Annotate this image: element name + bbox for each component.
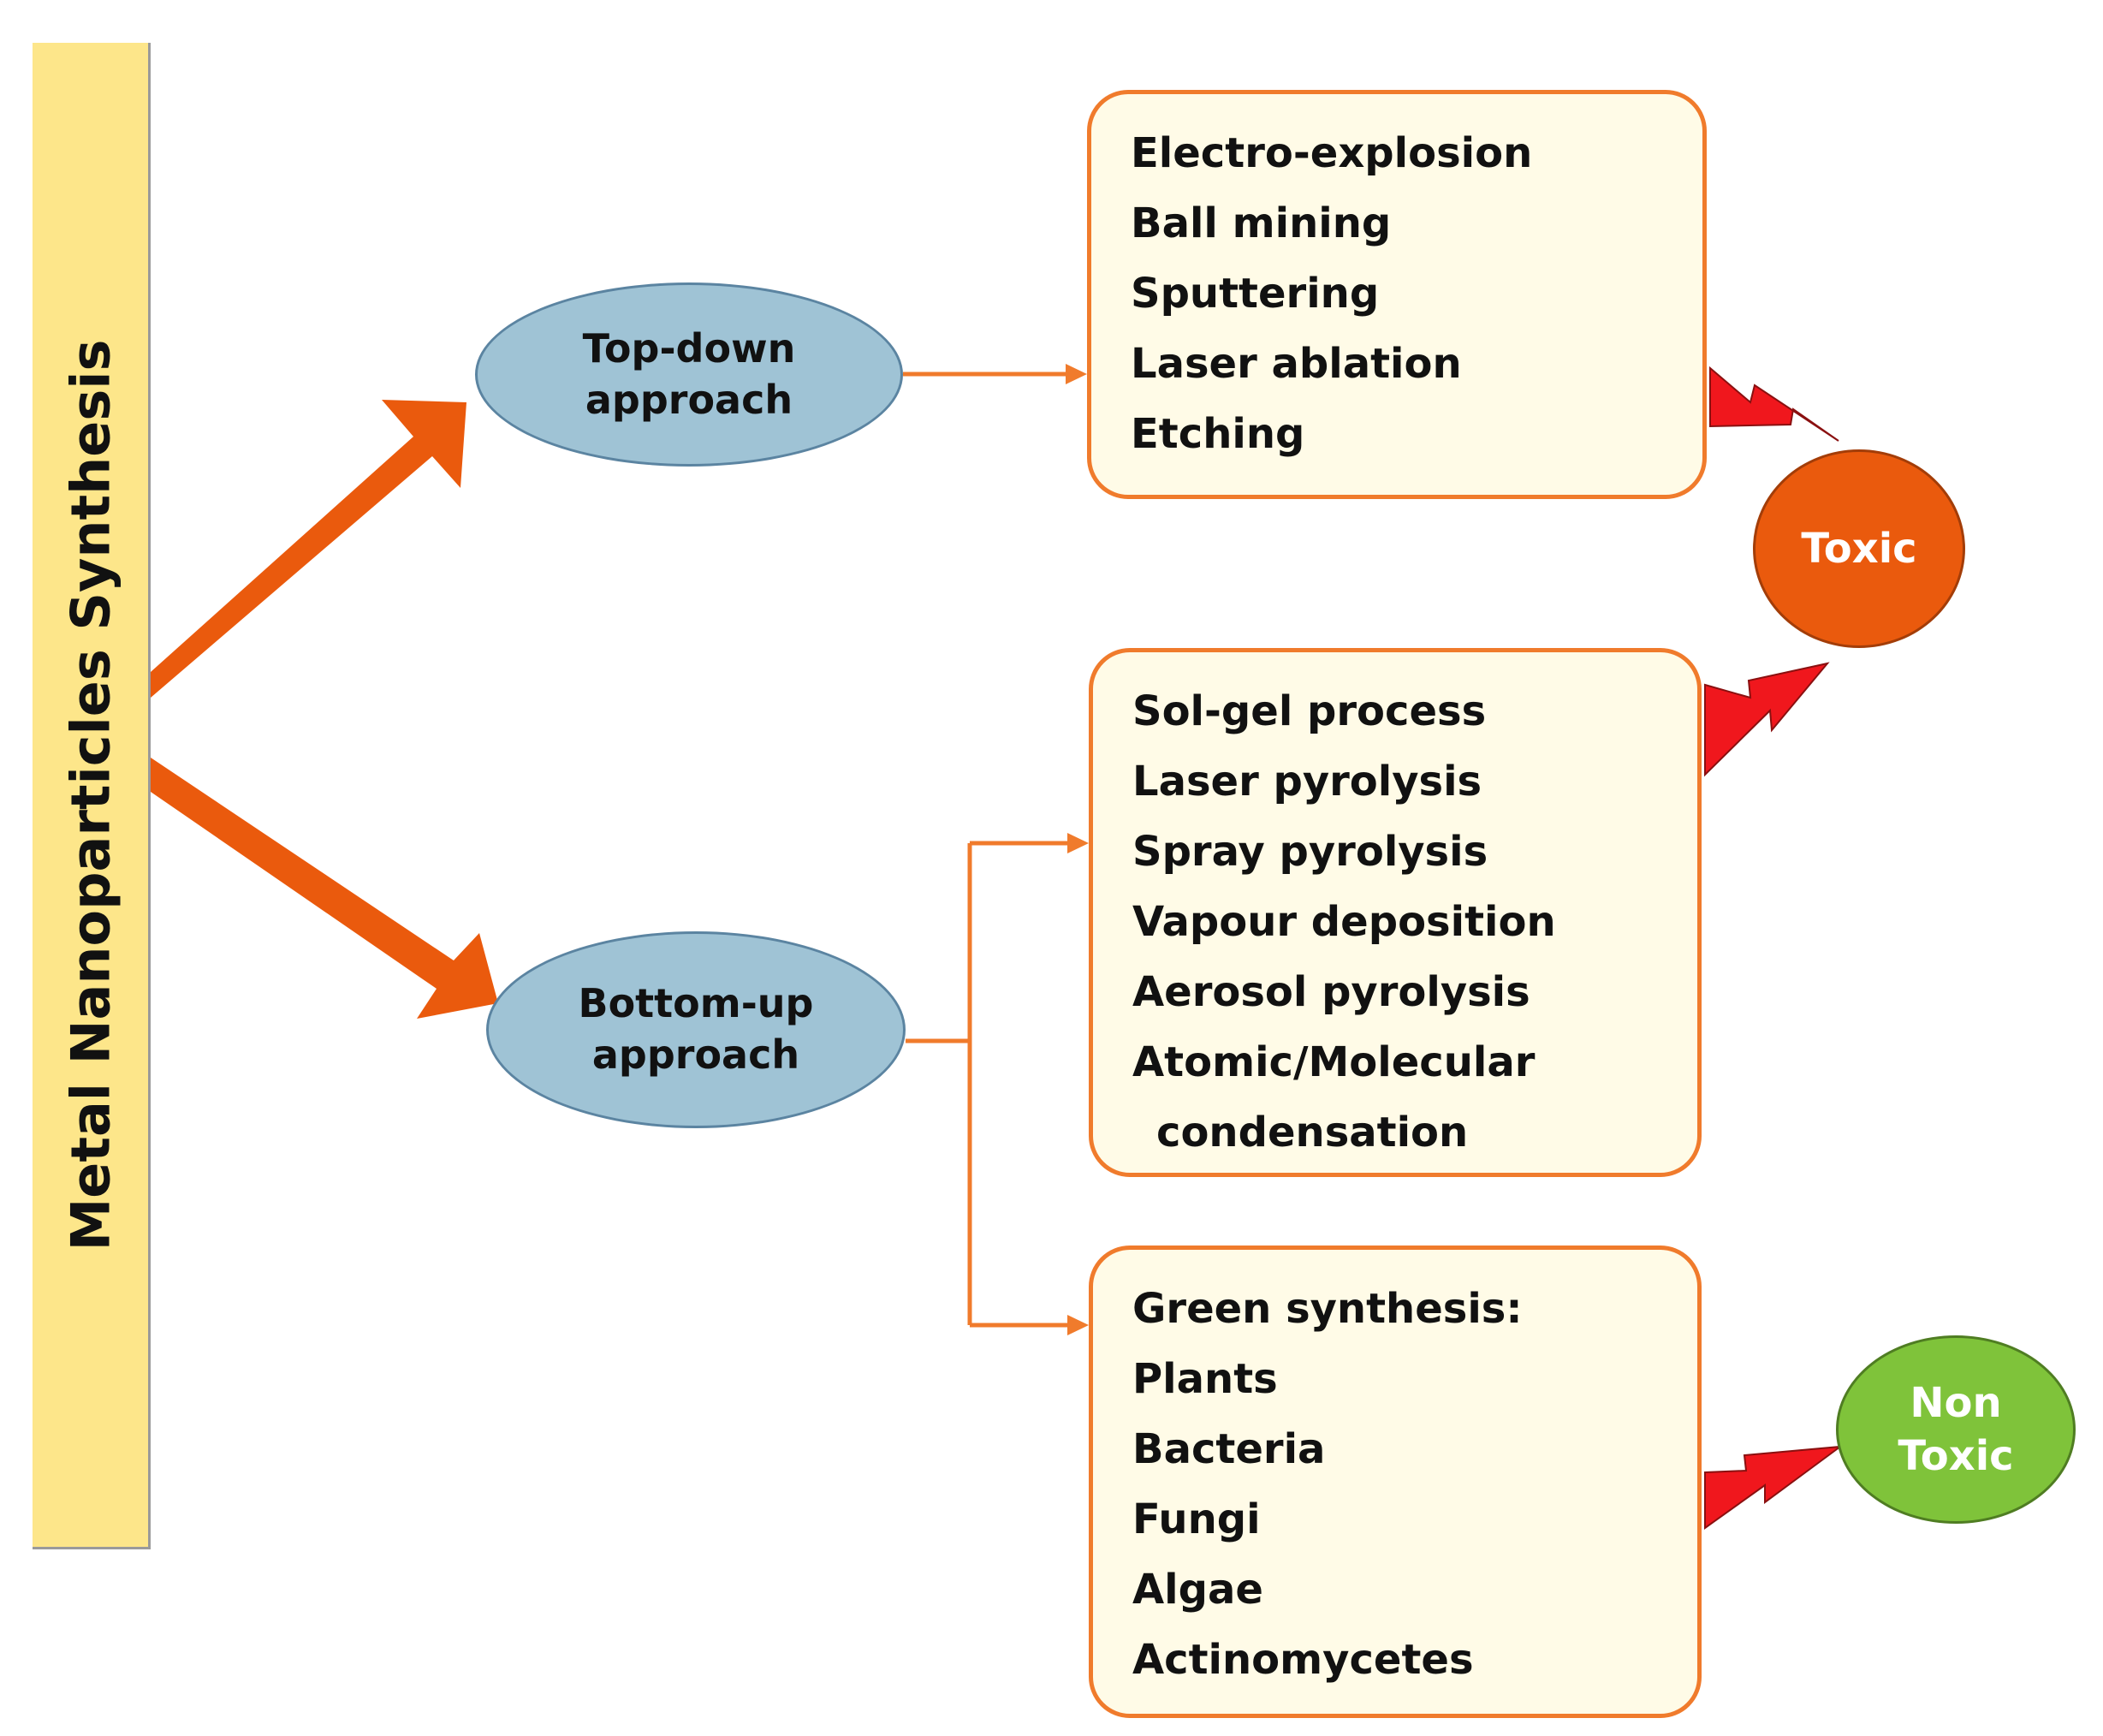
- green-synthesis-box: Green synthesis: Plants Bacteria Fungi A…: [1089, 1246, 1702, 1718]
- bottom-up-approach-label: Bottom-up approach: [579, 978, 814, 1081]
- arrow-to-top-down: [151, 400, 466, 698]
- method-item: Laser pyrolysis: [1132, 758, 1482, 806]
- connector-top-down-to-methods: [903, 364, 1087, 384]
- sidebar-title: Metal Nanoparticles Synthesis: [59, 339, 122, 1251]
- method-item: Bacteria: [1132, 1425, 1326, 1473]
- method-item: Atomic/Molecular: [1132, 1038, 1536, 1086]
- top-down-approach-node: Top-down approach: [475, 282, 903, 467]
- non-toxic-badge: Non Toxic: [1836, 1335, 2076, 1524]
- top-down-methods-box: Electro-explosion Ball mining Sputtering…: [1087, 90, 1707, 499]
- method-item: Fungi: [1132, 1495, 1261, 1543]
- method-item: Ball mining: [1131, 199, 1392, 247]
- method-item: Etching: [1131, 410, 1305, 458]
- method-item: condensation: [1156, 1109, 1469, 1156]
- non-toxic-line2: Toxic: [1898, 1432, 2014, 1480]
- non-toxic-label: Non Toxic: [1898, 1376, 2013, 1483]
- bottom-up-line1: Bottom-up: [578, 980, 814, 1027]
- method-item: Algae: [1132, 1566, 1263, 1614]
- method-item: Laser ablation: [1131, 340, 1462, 388]
- method-item: Plants: [1132, 1355, 1278, 1403]
- lightning-top-toxic: [1709, 366, 1839, 442]
- top-down-approach-label: Top-down approach: [583, 324, 796, 426]
- method-item: Electro-explosion: [1131, 129, 1533, 177]
- method-item: Actinomycetes: [1132, 1636, 1474, 1684]
- bottom-up-methods-box: Sol-gel process Laser pyrolysis Spray py…: [1089, 648, 1702, 1177]
- non-toxic-line1: Non: [1910, 1378, 2002, 1427]
- connector-bottom-up-to-methods: [906, 833, 1089, 1335]
- method-item: Green synthesis:: [1132, 1285, 1523, 1333]
- lightning-mid-toxic: [1704, 662, 1830, 777]
- lightning-green-non-toxic: [1704, 1445, 1844, 1530]
- toxic-label: Toxic: [1801, 524, 1917, 573]
- method-item: Aerosol pyrolysis: [1132, 968, 1530, 1016]
- top-down-line1: Top-down: [582, 324, 796, 372]
- toxic-badge: Toxic: [1753, 449, 1965, 648]
- method-item: Sputtering: [1131, 270, 1380, 318]
- top-down-line2: approach: [585, 376, 793, 423]
- arrow-to-bottom-up: [151, 758, 498, 1019]
- method-item: Vapour deposition: [1132, 898, 1556, 946]
- method-item: Sol-gel process: [1132, 687, 1487, 735]
- method-item: Spray pyrolysis: [1132, 828, 1488, 876]
- bottom-up-approach-node: Bottom-up approach: [486, 931, 906, 1128]
- sidebar-panel: Metal Nanoparticles Synthesis: [33, 43, 151, 1549]
- bottom-up-line2: approach: [591, 1031, 800, 1078]
